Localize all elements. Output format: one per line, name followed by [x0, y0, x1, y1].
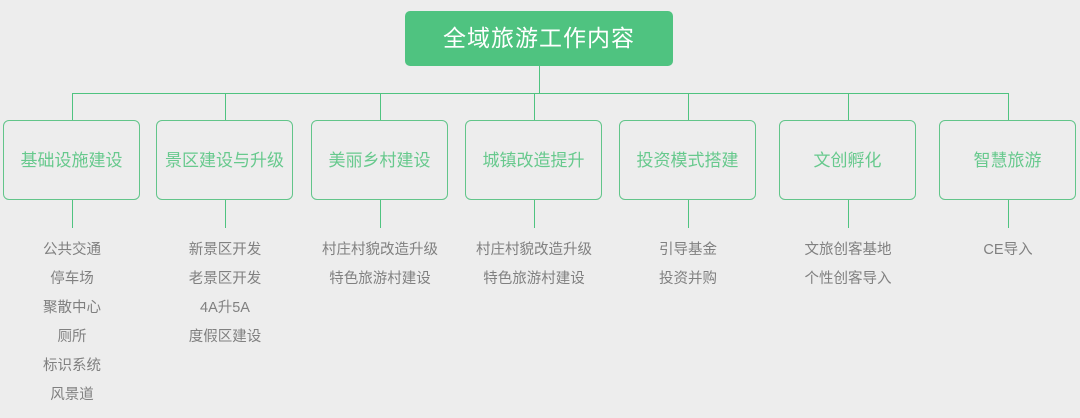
leaf-item: 新景区开发	[188, 242, 262, 258]
leaf-list-4: 村庄村貌改造升级特色旅游村建设	[454, 236, 614, 294]
branch-node-3[interactable]: 美丽乡村建设	[311, 120, 448, 200]
horizontal-bus-connector	[72, 93, 1009, 94]
leaf-list-7: CE导入	[928, 236, 1080, 265]
branch-node-5[interactable]: 投资模式搭建	[619, 120, 756, 200]
branch-node-label: 投资模式搭建	[636, 150, 739, 170]
leaf-item: 度假区建设	[188, 329, 262, 345]
root-node-label: 全域旅游工作内容	[443, 25, 635, 51]
branch-drop-connector	[71, 93, 73, 120]
leaf-item: 老景区开发	[188, 271, 262, 287]
leaf-item: 厕所	[57, 329, 87, 345]
leaf-item: 引导基金	[659, 242, 717, 258]
leaf-item: 停车场	[50, 271, 94, 287]
branch-node-label: 景区建设与升级	[165, 150, 284, 170]
branch-node-label: 基础设施建设	[20, 150, 123, 170]
leaf-item: CE导入	[983, 242, 1033, 258]
branch-stub-connector	[71, 200, 73, 228]
branch-drop-connector	[1007, 93, 1009, 120]
leaf-item: 村庄村貌改造升级	[476, 242, 592, 258]
branch-stub-connector	[847, 200, 849, 228]
leaf-item: 个性创客导入	[804, 271, 892, 287]
branch-node-1[interactable]: 基础设施建设	[3, 120, 140, 200]
branch-drop-connector	[847, 93, 849, 120]
leaf-item: 特色旅游村建设	[483, 271, 585, 287]
leaf-list-3: 村庄村貌改造升级特色旅游村建设	[300, 236, 460, 294]
branch-drop-connector	[533, 93, 535, 120]
branch-node-label: 智慧旅游	[973, 150, 1042, 170]
leaf-list-5: 引导基金投资并购	[608, 236, 768, 294]
branch-stub-connector	[224, 200, 226, 228]
branch-stub-connector	[533, 200, 535, 228]
leaf-item: 公共交通	[43, 242, 101, 258]
branch-node-6[interactable]: 文创孵化	[779, 120, 916, 200]
leaf-item: 标识系统	[43, 358, 101, 374]
leaf-item: 特色旅游村建设	[329, 271, 431, 287]
root-stem-connector	[539, 66, 540, 93]
root-node[interactable]: 全域旅游工作内容	[405, 11, 673, 66]
branch-drop-connector	[687, 93, 689, 120]
branch-node-2[interactable]: 景区建设与升级	[156, 120, 293, 200]
leaf-item: 4A升5A	[200, 300, 250, 316]
branch-node-label: 城镇改造提升	[482, 150, 585, 170]
leaf-item: 风景道	[50, 387, 94, 403]
branch-node-7[interactable]: 智慧旅游	[939, 120, 1076, 200]
leaf-list-1: 公共交通停车场聚散中心厕所标识系统风景道	[0, 236, 152, 410]
branch-stub-connector	[687, 200, 689, 228]
leaf-list-2: 新景区开发老景区开发 4A升5A 度假区建设	[145, 236, 305, 352]
leaf-item: 聚散中心	[43, 300, 101, 316]
branch-node-4[interactable]: 城镇改造提升	[465, 120, 602, 200]
branch-node-label: 美丽乡村建设	[328, 150, 431, 170]
leaf-item: 村庄村貌改造升级	[322, 242, 438, 258]
branch-stub-connector	[379, 200, 381, 228]
branch-stub-connector	[1007, 200, 1009, 228]
branch-drop-connector	[224, 93, 226, 120]
branch-node-label: 文创孵化	[813, 150, 882, 170]
leaf-item: 文旅创客基地	[804, 242, 892, 258]
leaf-list-6: 文旅创客基地个性创客导入	[768, 236, 928, 294]
leaf-item: 投资并购	[659, 271, 717, 287]
branch-drop-connector	[379, 93, 381, 120]
